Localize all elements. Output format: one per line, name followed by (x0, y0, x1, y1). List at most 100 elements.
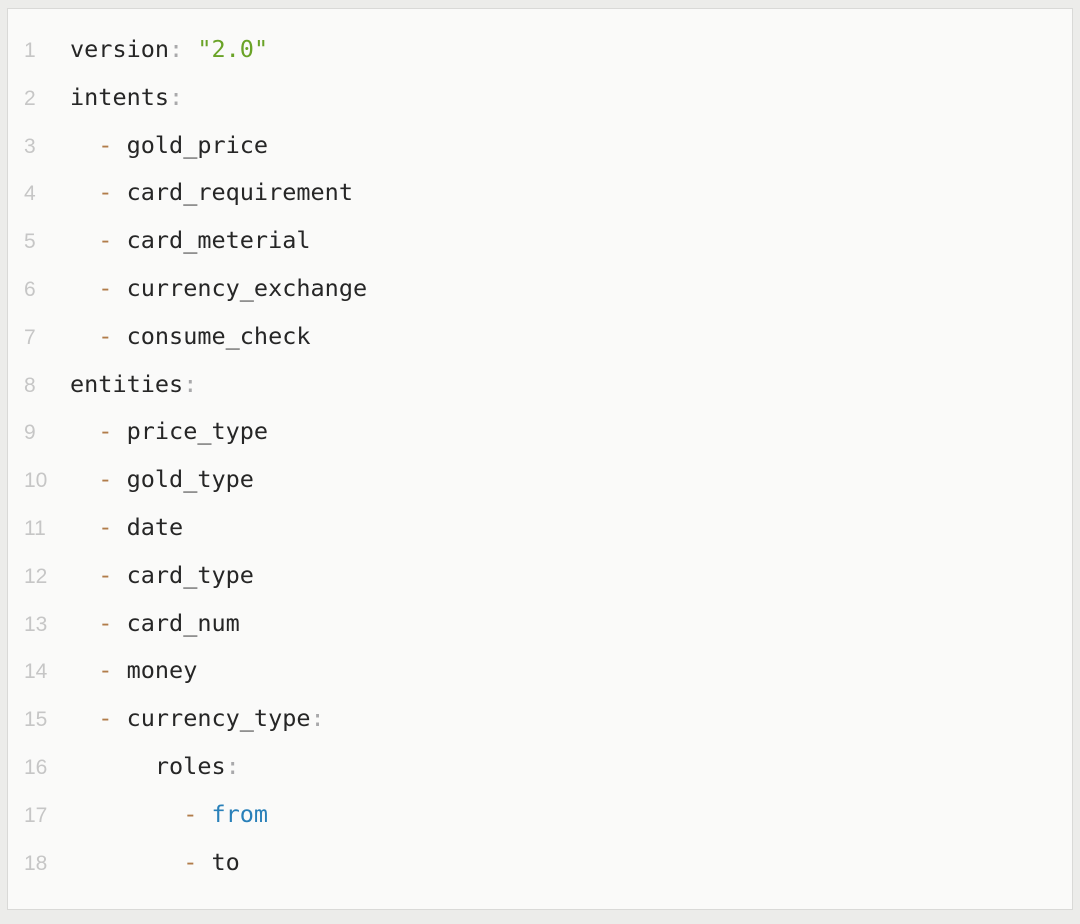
token-pu: : (169, 82, 184, 111)
token-da: - (98, 178, 113, 207)
token-id: version (70, 35, 170, 63)
token-ws (70, 848, 183, 876)
token-ws (70, 178, 98, 206)
token-da: - (98, 512, 113, 541)
token-ws (70, 800, 183, 828)
token-id: card_num (112, 608, 240, 637)
token-da: - (98, 273, 113, 302)
code-line: 6 - currency_exchange (8, 265, 1072, 313)
token-id: entities (70, 369, 184, 398)
line-content: - card_requirement (70, 169, 353, 217)
token-ws (70, 752, 155, 780)
token-da: - (98, 321, 113, 350)
token-pu: : (183, 369, 198, 398)
line-content: version: "2.0" (70, 26, 268, 74)
token-ws (70, 131, 98, 159)
token-ws (70, 465, 98, 493)
code-line: 9 - price_type (8, 408, 1072, 456)
line-content: - price_type (70, 408, 268, 456)
line-number: 2 (24, 86, 36, 110)
line-number: 5 (24, 230, 36, 254)
line-number: 18 (24, 851, 48, 875)
token-id: gold_type (112, 465, 254, 494)
line-content: - to (70, 839, 240, 887)
token-kw: from (197, 799, 269, 828)
line-number: 15 (24, 708, 48, 732)
token-pu: : (310, 704, 325, 733)
line-number: 17 (24, 803, 48, 827)
token-ws (70, 609, 98, 637)
token-ws (70, 561, 98, 589)
line-content: - currency_type: (70, 695, 325, 743)
code-line: 14 - money (8, 647, 1072, 695)
code-line: 13 - card_num (8, 600, 1072, 648)
line-content: - gold_type (70, 456, 254, 504)
line-content: - date (70, 504, 183, 552)
token-id: roles (154, 751, 226, 780)
token-id: card_meterial (112, 226, 311, 255)
token-da: - (183, 847, 198, 876)
token-ws (70, 704, 98, 732)
code-line: 1 version: "2.0" (8, 26, 1072, 74)
token-ws (70, 656, 98, 684)
token-ws (70, 417, 98, 445)
token-id: currency_type (112, 704, 311, 733)
token-pu: : (225, 751, 240, 780)
token-da: - (98, 465, 113, 494)
token-da: - (98, 226, 113, 255)
token-pu: : (169, 35, 184, 63)
code-line: 4 - card_requirement (8, 169, 1072, 217)
line-content: - from (70, 791, 268, 839)
code-line: 18 - to (8, 839, 1072, 887)
token-id: gold_price (112, 130, 269, 159)
line-content: - gold_price (70, 122, 268, 170)
token-id: card_type (112, 560, 254, 589)
line-number: 10 (24, 469, 48, 493)
line-content: - card_meterial (70, 217, 311, 265)
line-content: entities: (70, 361, 197, 409)
token-da: - (98, 560, 113, 589)
code-line: 3 - gold_price (8, 122, 1072, 170)
code-line: 7 - consume_check (8, 313, 1072, 361)
token-id: consume_check (112, 321, 311, 350)
token-id: money (112, 656, 198, 685)
token-id: date (112, 512, 184, 541)
code-line: 5 - card_meterial (8, 217, 1072, 265)
token-id: price_type (112, 417, 269, 446)
line-number: 3 (24, 134, 36, 158)
token-ws (70, 513, 98, 541)
token-da: - (98, 704, 113, 733)
line-number: 7 (24, 325, 36, 349)
line-content: - money (70, 647, 197, 695)
code-line: 17 - from (8, 791, 1072, 839)
line-content: roles: (70, 743, 240, 791)
code-line: 10 - gold_type (8, 456, 1072, 504)
token-ws (183, 35, 197, 63)
token-ws (70, 322, 98, 350)
line-number: 8 (24, 373, 36, 397)
code-line: 12 - card_type (8, 552, 1072, 600)
token-da: - (98, 656, 113, 685)
line-number: 16 (24, 755, 48, 779)
code-line: 8 entities: (8, 361, 1072, 409)
line-number: 14 (24, 660, 48, 684)
token-id: to (197, 847, 240, 876)
token-da: - (98, 608, 113, 637)
line-number: 12 (24, 564, 48, 588)
line-number: 1 (24, 39, 36, 62)
token-ws (70, 274, 98, 302)
token-da: - (183, 799, 198, 828)
token-da: - (98, 417, 113, 446)
token-da: - (98, 130, 113, 159)
line-content: - consume_check (70, 313, 311, 361)
code-line: 15 - currency_type: (8, 695, 1072, 743)
line-number: 4 (24, 182, 36, 206)
line-number: 9 (24, 421, 36, 445)
code-line: 11 - date (8, 504, 1072, 552)
line-content: intents: (70, 74, 183, 122)
line-number: 13 (24, 612, 48, 636)
line-content: - card_type (70, 552, 254, 600)
token-id: card_requirement (112, 178, 353, 207)
